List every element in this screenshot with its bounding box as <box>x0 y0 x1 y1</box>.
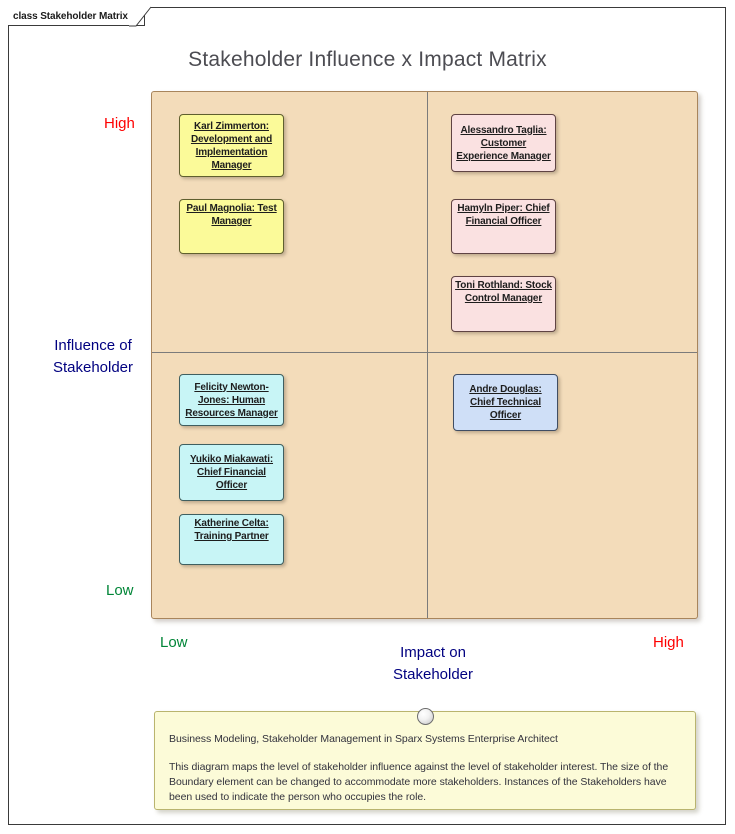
stakeholder-node-yukiko-miakawati[interactable]: Yukiko Miakawati: Chief Financial Office… <box>179 444 284 501</box>
stakeholder-node-label: Hamyln Piper: Chief Financial Officer <box>457 203 550 227</box>
stakeholder-matrix-boundary[interactable]: Karl Zimmerton: Development and Implemen… <box>151 91 698 619</box>
page-title: Stakeholder Influence x Impact Matrix <box>188 48 547 71</box>
y-axis-low-label: Low <box>106 582 134 599</box>
y-axis-title: Influence of Stakeholder <box>52 337 134 376</box>
stakeholder-node-katherine-celta[interactable]: Katherine Celta: Training Partner <box>179 514 284 565</box>
stakeholder-node-andre-douglas[interactable]: Andre Douglas: Chief Technical Officer <box>453 374 558 431</box>
stakeholder-node-karl-zimmerton[interactable]: Karl Zimmerton: Development and Implemen… <box>179 114 284 177</box>
diagram-tab-slant-edge <box>129 6 152 27</box>
quadrant-divider-horizontal <box>152 352 697 353</box>
stakeholder-node-felicity-newton-jones[interactable]: Felicity Newton- Jones: Human Resources … <box>179 374 284 426</box>
stakeholder-node-label: Andre Douglas: Chief Technical Officer <box>469 384 542 421</box>
stakeholder-node-label: Alessandro Taglia: Customer Experience M… <box>456 124 551 162</box>
x-axis-title: Impact on Stakeholder <box>392 644 474 683</box>
stakeholder-node-label: Karl Zimmerton: Development and Implemen… <box>190 120 273 171</box>
stakeholder-node-label: Paul Magnolia: Test Manager <box>186 203 277 227</box>
stakeholder-node-label: Toni Rothland: Stock Control Manager <box>455 280 552 304</box>
y-axis-high-label: High <box>104 115 135 132</box>
diagram-note[interactable]: Business Modeling, Stakeholder Managemen… <box>154 711 696 810</box>
stakeholder-node-paul-magnolia[interactable]: Paul Magnolia: Test Manager <box>179 199 284 254</box>
stakeholder-node-toni-rothland[interactable]: Toni Rothland: Stock Control Manager <box>451 276 556 332</box>
note-heading: Business Modeling, Stakeholder Managemen… <box>169 733 558 745</box>
diagram-tab[interactable]: class Stakeholder Matrix <box>8 7 145 26</box>
x-axis-high-label: High <box>653 634 684 651</box>
stakeholder-node-alessandro-taglia[interactable]: Alessandro Taglia: Customer Experience M… <box>451 114 556 172</box>
stakeholder-node-label: Katherine Celta: Training Partner <box>194 518 269 542</box>
stakeholder-node-label: Felicity Newton- Jones: Human Resources … <box>185 381 278 419</box>
note-body: This diagram maps the level of stakehold… <box>169 761 669 803</box>
note-connector-anchor-icon <box>417 708 434 725</box>
stakeholder-node-label: Yukiko Miakawati: Chief Financial Office… <box>189 454 274 491</box>
quadrant-divider-vertical <box>427 92 428 618</box>
diagram-tab-label: class Stakeholder Matrix <box>13 10 128 22</box>
x-axis-low-label: Low <box>160 634 188 651</box>
stakeholder-node-hamyln-piper[interactable]: Hamyln Piper: Chief Financial Officer <box>451 199 556 254</box>
